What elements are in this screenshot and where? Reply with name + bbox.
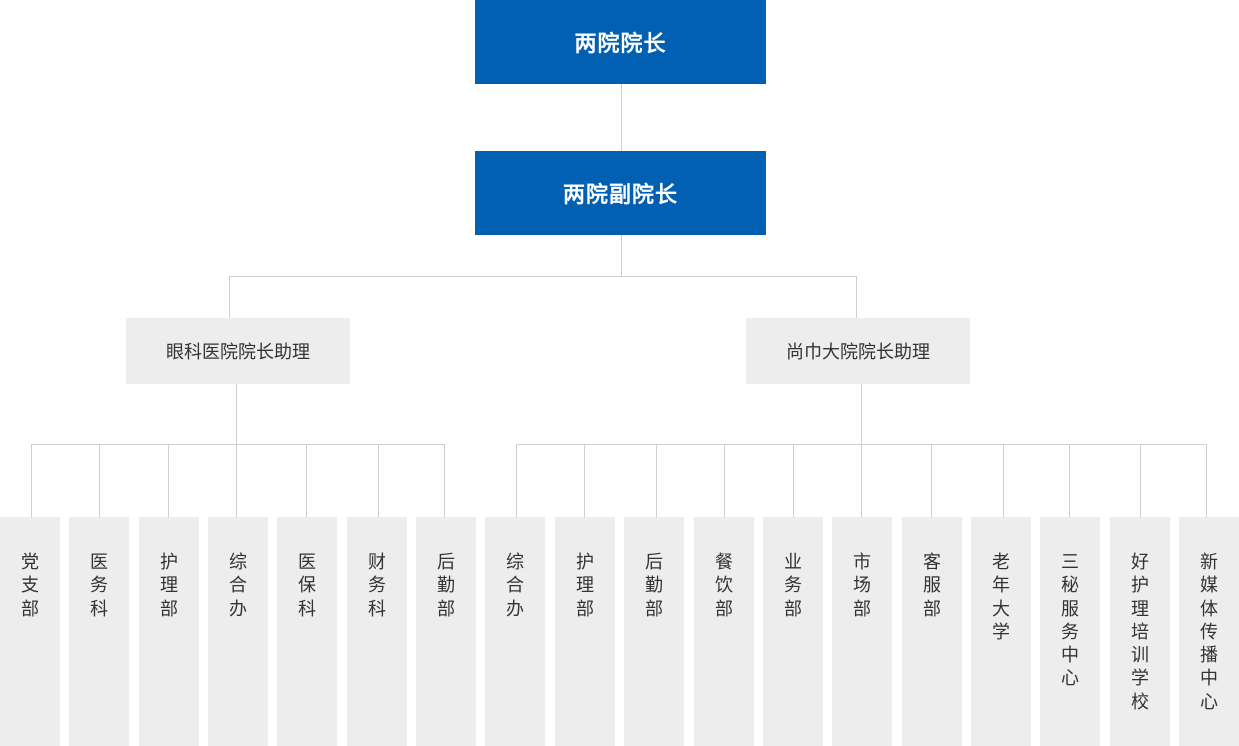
department-connector [31, 444, 32, 517]
connector-left-assistant-drop [229, 276, 230, 318]
department-connector [236, 444, 237, 517]
department-connector [1206, 444, 1207, 517]
department-label: 后勤部 [645, 552, 663, 620]
eye-hospital-assistant-box: 眼科医院院长助理 [126, 318, 350, 384]
department-connector [724, 444, 725, 517]
department-connector [378, 444, 379, 517]
department-connector [444, 444, 445, 517]
department-label: 新媒体传播中心 [1200, 552, 1218, 713]
eye-hospital-assistant-label: 眼科医院院长助理 [166, 342, 310, 363]
department-connector [516, 444, 517, 517]
department-connector [168, 444, 169, 517]
director-title: 两院院长 [574, 32, 667, 57]
department-label: 市场部 [853, 552, 871, 620]
department-label: 三秘服务中心 [1061, 552, 1079, 690]
department-box: 客服部 [902, 517, 962, 746]
department-label: 护理部 [576, 552, 594, 620]
department-label: 客服部 [923, 552, 941, 620]
department-box: 新媒体传播中心 [1179, 517, 1239, 746]
department-box: 老年大学 [971, 517, 1031, 746]
department-box: 综合办 [485, 517, 545, 746]
department-label: 护理部 [160, 552, 178, 620]
department-box: 综合办 [208, 517, 268, 746]
department-connector [1140, 444, 1141, 517]
department-label: 医务科 [90, 552, 108, 620]
director-box: 两院院长 [475, 0, 766, 84]
department-connector [656, 444, 657, 517]
connector-left-dept-bar [31, 444, 445, 445]
shangjin-assistant-box: 尚巾大院院长助理 [746, 318, 970, 384]
department-label: 综合办 [506, 552, 524, 620]
department-connector [1069, 444, 1070, 517]
department-box: 后勤部 [624, 517, 684, 746]
department-connector [584, 444, 585, 517]
department-box: 好护理培训学校 [1110, 517, 1170, 746]
department-connector [99, 444, 100, 517]
vice-director-box: 两院副院长 [475, 151, 766, 235]
department-connector [793, 444, 794, 517]
department-connector [306, 444, 307, 517]
vice-director-title: 两院副院长 [562, 183, 678, 208]
connector-second-down [621, 235, 622, 276]
shangjin-assistant-label: 尚巾大院院长助理 [786, 342, 930, 363]
department-label: 业务部 [784, 552, 802, 620]
department-label: 综合办 [229, 552, 247, 620]
department-box: 医务科 [69, 517, 129, 746]
connector-assistant-bar [229, 276, 857, 277]
department-label: 医保科 [298, 552, 316, 620]
department-label: 财务科 [368, 552, 386, 620]
department-box: 餐饮部 [694, 517, 754, 746]
department-label: 后勤部 [437, 552, 455, 620]
connector-right-assistant-down [861, 384, 862, 444]
connector-right-assistant-drop [856, 276, 857, 318]
department-connector [931, 444, 932, 517]
department-label: 老年大学 [992, 552, 1010, 643]
department-box: 护理部 [139, 517, 199, 746]
department-box: 后勤部 [416, 517, 476, 746]
department-box: 三秘服务中心 [1040, 517, 1100, 746]
department-box: 党支部 [0, 517, 60, 746]
department-box: 医保科 [277, 517, 337, 746]
department-box: 财务科 [347, 517, 407, 746]
department-box: 护理部 [555, 517, 615, 746]
department-label: 党支部 [21, 552, 39, 620]
department-box: 业务部 [763, 517, 823, 746]
department-box: 市场部 [832, 517, 892, 746]
connector-top-to-second [621, 84, 622, 151]
department-connector [861, 444, 862, 517]
department-connector [1003, 444, 1004, 517]
connector-left-assistant-down [236, 384, 237, 444]
department-label: 好护理培训学校 [1131, 552, 1149, 713]
department-label: 餐饮部 [715, 552, 733, 620]
